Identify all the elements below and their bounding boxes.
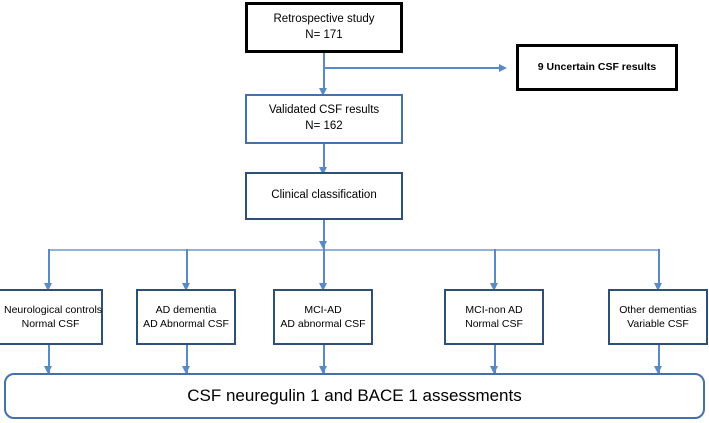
connector-drop-neurological-controls [48, 249, 50, 287]
node-retrospective-study-line2: N= 171 [305, 28, 343, 41]
node-retrospective-study: Retrospective study N= 171 [245, 2, 403, 53]
node-ad-dementia-line2: AD Abnormal CSF [143, 318, 229, 330]
connector-drop-other-dementias [658, 249, 660, 287]
arrowhead-summary-5-icon [654, 366, 663, 374]
arrowhead-mci-ad-icon [319, 283, 328, 291]
arrowhead-ad-dementia-icon [182, 283, 191, 291]
connector-drop-mci-non-ad [494, 249, 496, 287]
connector-validated-to-classification [323, 144, 325, 170]
arrowhead-summary-2-icon [182, 366, 191, 374]
connector-other-dementias-to-summary [658, 345, 660, 373]
node-validated-csf-line1: Validated CSF results [268, 104, 380, 117]
connector-distribution-bar [48, 249, 659, 251]
node-validated-csf-line2: N= 162 [305, 120, 343, 132]
node-uncertain-csf-line1: 9 Uncertain CSF results [537, 61, 657, 74]
node-other-dementias-line1: Other dementias [619, 303, 697, 316]
arrowhead-mci-non-ad-icon [490, 283, 499, 291]
arrowhead-summary-1-icon [44, 366, 53, 374]
connector-classification-to-distribution [323, 220, 325, 250]
arrowhead-neurological-controls-icon [44, 283, 53, 291]
node-mci-non-ad-line1: MCI-non AD [465, 303, 523, 316]
node-ad-dementia-line1: AD dementia [155, 303, 217, 316]
arrowhead-to-uncertain-icon [499, 63, 507, 72]
node-mci-non-ad: MCI-non AD Normal CSF [444, 289, 544, 345]
node-neurological-controls-line1: Neurological controls [4, 303, 103, 316]
arrowhead-to-classification-icon [319, 167, 328, 175]
node-clinical-classification: Clinical classification [245, 172, 403, 220]
connector-branch-to-validated [323, 67, 325, 90]
node-other-dementias: Other dementias Variable CSF [608, 289, 708, 345]
node-mci-non-ad-line2: Normal CSF [465, 318, 523, 330]
node-clinical-classification-line1: Clinical classification [271, 189, 377, 202]
node-assessments-summary: CSF neuregulin 1 and BACE 1 assessments [4, 373, 705, 419]
connector-mci-non-ad-to-summary [494, 345, 496, 373]
node-mci-ad: MCI-AD AD abnormal CSF [273, 289, 373, 345]
node-mci-ad-line2: AD abnormal CSF [280, 318, 366, 330]
connector-mci-ad-to-summary [323, 345, 325, 373]
node-ad-dementia: AD dementia AD Abnormal CSF [136, 289, 236, 345]
arrowhead-summary-4-icon [490, 366, 499, 374]
node-retrospective-study-line1: Retrospective study [273, 12, 375, 25]
connector-neurological-controls-to-summary [48, 345, 50, 373]
connector-retrospective-to-branch [323, 53, 325, 69]
arrowhead-other-dementias-icon [654, 283, 663, 291]
node-assessments-summary-line1: CSF neuregulin 1 and BACE 1 assessments [187, 385, 522, 405]
arrowhead-to-validated-icon [319, 88, 328, 96]
node-mci-ad-line1: MCI-AD [304, 303, 342, 316]
node-validated-csf: Validated CSF results N= 162 [245, 94, 403, 144]
node-uncertain-csf: 9 Uncertain CSF results [516, 44, 678, 91]
arrowhead-summary-3-icon [319, 366, 328, 374]
node-neurological-controls: Neurological controls Normal CSF [0, 289, 103, 345]
connector-branch-to-uncertain [323, 67, 499, 69]
arrowhead-classification-down-icon [319, 241, 328, 249]
connector-ad-dementia-to-summary [186, 345, 188, 373]
node-neurological-controls-line2: Normal CSF [21, 318, 80, 330]
connector-drop-ad-dementia [186, 249, 188, 287]
connector-drop-mci-ad [323, 249, 325, 287]
node-other-dementias-line2: Variable CSF [627, 318, 689, 330]
